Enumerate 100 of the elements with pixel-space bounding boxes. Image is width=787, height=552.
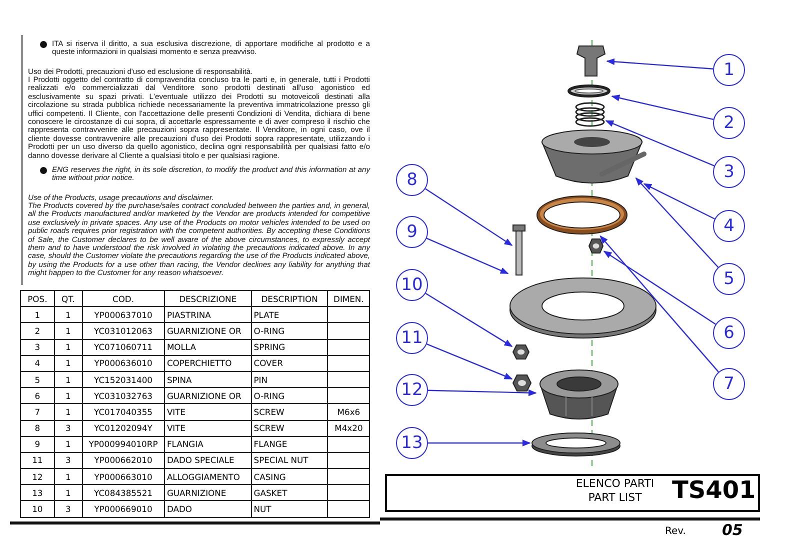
column-header: DIMEN. xyxy=(328,290,370,307)
heading-text: PART LIST xyxy=(587,492,643,504)
leader-arrow xyxy=(425,188,513,246)
table-cell: 10 xyxy=(20,500,54,518)
table-cell: 2 xyxy=(20,322,54,340)
revision-number: 05 xyxy=(722,522,744,538)
column-header: DESCRIPTION xyxy=(251,290,328,307)
callout-number: 3 xyxy=(713,156,745,188)
nut-drawing xyxy=(512,374,532,392)
table-cell: SPINA xyxy=(164,371,252,388)
callout-number: 5 xyxy=(713,263,745,295)
table-cell: SCREW xyxy=(251,404,328,420)
table-cell: O-RING xyxy=(251,388,328,404)
leader-arrow xyxy=(428,389,537,396)
leader-arrow xyxy=(600,235,719,372)
spring-drawing xyxy=(574,102,606,126)
table-cell: YC071060711 xyxy=(82,339,164,356)
table-cell: FLANGIA xyxy=(164,436,252,452)
table-cell: 8 xyxy=(20,420,54,436)
table-cell: GUARNIZIONE OR xyxy=(164,322,252,340)
leader-arrow xyxy=(428,440,531,446)
leader-arrow xyxy=(426,238,509,274)
table-cell: YP000669010 xyxy=(82,500,164,518)
table-cell: 1 xyxy=(54,436,82,452)
callout-number: 13 xyxy=(396,427,428,459)
table-cell: O-RING xyxy=(251,322,328,340)
table-cell: NUT xyxy=(251,500,328,518)
table-cell: 3 xyxy=(54,420,82,436)
table-cell: VITE xyxy=(164,404,252,420)
table-cell: YP000662010 xyxy=(82,452,164,469)
callout-number: 1 xyxy=(713,54,745,86)
table-cell: YC017040355 xyxy=(82,404,164,420)
table-cell: 11 xyxy=(20,452,54,469)
table-cell: 4 xyxy=(20,355,54,372)
table-cell: 12 xyxy=(20,468,54,485)
table-cell: VITE xyxy=(164,420,252,436)
table-cell: 3 xyxy=(54,452,82,469)
screw-drawing xyxy=(512,224,526,276)
leader-arrow xyxy=(425,292,513,347)
table-cell: 5 xyxy=(20,371,54,388)
table-cell: COVER xyxy=(251,355,328,372)
o-ring-drawing xyxy=(535,194,629,236)
table-cell: YC152031400 xyxy=(82,371,164,388)
table-cell: 1 xyxy=(54,306,82,323)
table-cell: 7 xyxy=(20,404,54,420)
nut-drawing xyxy=(512,344,530,360)
table-cell: 9 xyxy=(20,436,54,452)
table-cell: SPECIAL NUT xyxy=(251,452,328,469)
callout-number: 6 xyxy=(713,317,745,349)
nut-drawing xyxy=(588,238,604,254)
table-cell: 3 xyxy=(20,339,54,356)
column-header: POS. xyxy=(20,290,54,307)
table-cell: M4x20 xyxy=(328,420,370,436)
table-cell: 1 xyxy=(54,371,82,388)
callout-number: 4 xyxy=(713,210,745,242)
table-cell: YC031032763 xyxy=(82,388,164,404)
table-cell: 1 xyxy=(54,388,82,404)
callout-number: 10 xyxy=(396,269,428,301)
table-cell: 1 xyxy=(54,355,82,372)
table-cell: YP000663010 xyxy=(82,468,164,485)
pin-drawing xyxy=(598,150,648,178)
table-cell: 1 xyxy=(54,404,82,420)
leader-arrow xyxy=(611,94,714,120)
column-header: DESCRIZIONE xyxy=(164,290,252,307)
table-cell: YC01202094Y xyxy=(82,420,164,436)
table-cell: ALLOGGIAMENTO xyxy=(164,468,252,485)
column-header: COD. xyxy=(82,290,164,307)
o-ring-drawing xyxy=(566,83,612,99)
revision-label: Rev. xyxy=(665,526,687,537)
callout-number: 8 xyxy=(396,164,428,196)
table-cell: SPRING xyxy=(251,339,328,356)
table-cell: SCREW xyxy=(251,420,328,436)
leader-arrow xyxy=(606,58,714,70)
table-cell: CASING xyxy=(251,468,328,485)
table-cell: PIASTRINA xyxy=(164,306,252,323)
table-cell: GASKET xyxy=(251,484,328,501)
table-cell: GUARNIZIONE xyxy=(164,484,252,501)
table-cell: MOLLA xyxy=(164,339,252,356)
table-cell: PLATE xyxy=(251,306,328,323)
leader-arrow xyxy=(426,344,513,380)
table-cell: COPERCHIETTO xyxy=(164,355,252,372)
table-cell: YC031012063 xyxy=(82,322,164,340)
table-cell: 1 xyxy=(54,484,82,501)
callout-number: 2 xyxy=(713,107,745,139)
table-cell: 13 xyxy=(20,484,54,501)
callout-number: 9 xyxy=(396,216,428,248)
table-cell: M6x6 xyxy=(328,404,370,420)
leader-arrow xyxy=(603,250,716,325)
table-cell: PIN xyxy=(251,371,328,388)
leader-arrow xyxy=(605,120,714,166)
leader-arrow xyxy=(643,183,715,220)
table-cell: YP000637010 xyxy=(82,306,164,323)
table-cell: DADO xyxy=(164,500,252,518)
table-cell: 1 xyxy=(54,339,82,356)
table-cell: GUARNIZIONE OR xyxy=(164,388,252,404)
table-cell: DADO SPECIALE xyxy=(164,452,252,469)
callout-number: 12 xyxy=(396,374,428,406)
callout-number: 11 xyxy=(396,322,428,354)
table-cell: 1 xyxy=(54,468,82,485)
table-cell: 1 xyxy=(20,306,54,323)
